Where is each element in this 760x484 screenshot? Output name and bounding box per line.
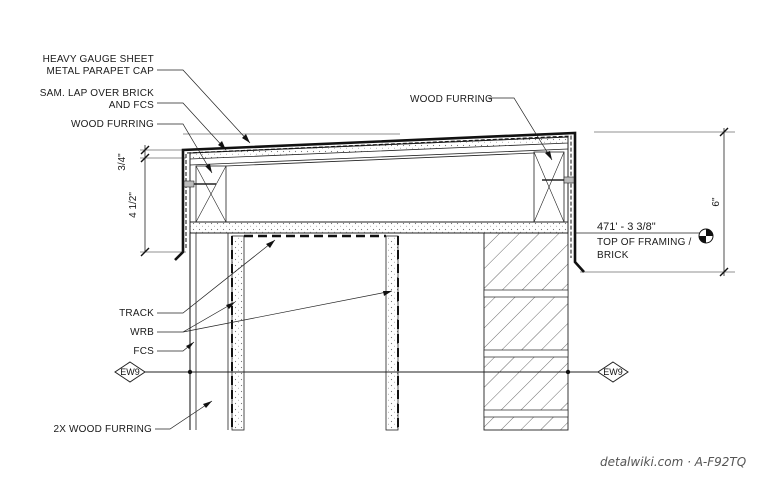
- dimension-right: 6": [580, 127, 735, 277]
- callout-track: TRACK: [119, 239, 276, 319]
- sheet-metal-cap: [174, 131, 585, 273]
- brick-veneer: [483, 232, 569, 431]
- right-stud: [385, 235, 399, 431]
- elevation-label-line1: TOP OF FRAMING /: [597, 237, 692, 248]
- sam-layer: [185, 135, 572, 258]
- grid-tag-left: EW9: [114, 361, 146, 383]
- elevation-value: 471' - 3 3/8": [597, 221, 656, 233]
- watermark: detalwiki.com · A-F92TQ: [600, 455, 746, 469]
- screw-left: [183, 180, 216, 188]
- top-plywood-layer: [189, 136, 569, 160]
- callout-parapet-cap: HEAVY GAUGE SHEET METAL PARAPET CAP: [43, 54, 251, 144]
- callout-fcs: FCS: [133, 341, 195, 357]
- dim-six: 6": [711, 197, 722, 207]
- svg-text:HEAVY GAUGE SHEET: HEAVY GAUGE SHEET: [43, 54, 154, 65]
- svg-text:FCS: FCS: [133, 346, 154, 357]
- callout-wood-furring-left: WOOD FURRING: [71, 119, 213, 174]
- svg-text:WRB: WRB: [130, 327, 154, 338]
- elevation-label-line2: BRICK: [597, 250, 629, 261]
- svg-text:WOOD FURRING: WOOD FURRING: [71, 119, 154, 130]
- parapet-assembly: [145, 131, 598, 431]
- callout-wrb: WRB: [130, 290, 393, 338]
- screw-right: [542, 176, 575, 184]
- callout-2x-wood-furring: 2X WOOD FURRING: [53, 400, 213, 435]
- callout-sam-lap: SAM. LAP OVER BRICK AND FCS: [40, 88, 227, 151]
- svg-text:METAL PARAPET CAP: METAL PARAPET CAP: [46, 66, 154, 77]
- elevation-marker: 471' - 3 3/8" TOP OF FRAMING / BRICK: [575, 221, 714, 261]
- grid-tag-right: EW9: [597, 361, 629, 383]
- svg-text:EW9: EW9: [120, 367, 140, 377]
- svg-text:SAM. LAP OVER BRICK: SAM. LAP OVER BRICK: [40, 88, 154, 99]
- svg-text:EW9: EW9: [603, 367, 623, 377]
- svg-text:WOOD FURRING: WOOD FURRING: [410, 94, 493, 105]
- callout-wood-furring-right: WOOD FURRING: [410, 94, 553, 161]
- svg-text:2X WOOD FURRING: 2X WOOD FURRING: [53, 424, 152, 435]
- dim-four-half: 4 1/2": [128, 192, 139, 218]
- svg-text:AND FCS: AND FCS: [109, 100, 154, 111]
- top-plate: [189, 221, 569, 234]
- left-stud: [231, 235, 245, 431]
- dimension-left: 3/4" 4 1/2": [117, 145, 186, 257]
- dim-three-quarter: 3/4": [117, 153, 128, 171]
- svg-text:TRACK: TRACK: [119, 308, 154, 319]
